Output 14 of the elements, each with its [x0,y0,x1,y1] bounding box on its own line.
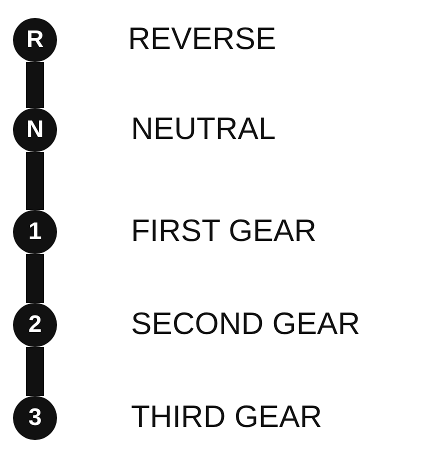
gear-circle: 3 [13,396,57,440]
gear-circle: R [13,18,57,62]
gear-label: FIRST GEAR [131,215,316,246]
gear-label: REVERSE [128,23,276,54]
gear-label: NEUTRAL [131,113,276,144]
gear-label: SECOND GEAR [131,308,360,339]
gear-circle: N [13,108,57,152]
gear-label: THIRD GEAR [131,401,322,432]
gear-circle: 1 [13,210,57,254]
gear-circle: 2 [13,303,57,347]
connector-bar [26,347,44,396]
connector-bar [26,152,44,210]
connector-bar [26,254,44,303]
connector-bar [26,62,44,108]
